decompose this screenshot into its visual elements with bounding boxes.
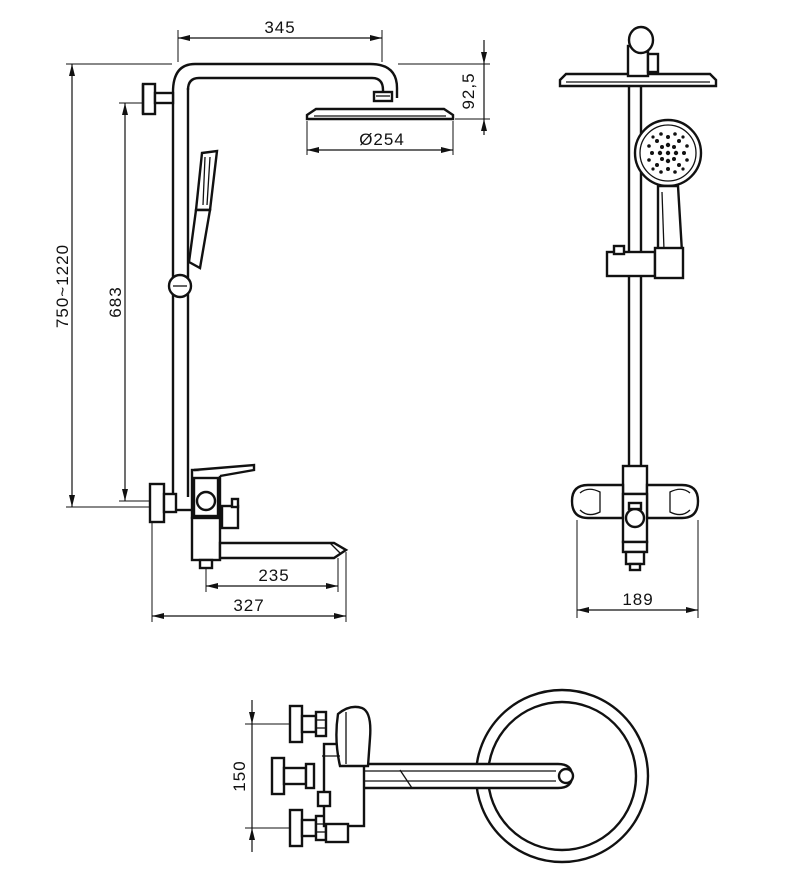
- dim-bar-height: 683: [106, 286, 125, 317]
- dim-inlet-spacing: 150: [230, 760, 249, 791]
- dim-head-diameter: Ø254: [359, 130, 405, 149]
- side-view-dimensions: 345 92,5 Ø254 750~1220 683: [53, 18, 490, 622]
- dim-mixer-width: 189: [622, 590, 653, 609]
- top-view: [270, 688, 650, 864]
- side-view: [141, 62, 455, 570]
- hand-shower-nozzles: [647, 132, 689, 174]
- dim-spout-length: 235: [258, 566, 289, 585]
- dim-height-range: 750~1220: [53, 244, 72, 328]
- dim-arm-rise: 92,5: [459, 72, 478, 109]
- dim-total-projection: 327: [233, 596, 264, 615]
- front-view: [558, 25, 718, 572]
- front-view-dimensions: 189: [576, 520, 699, 618]
- dim-arm-reach: 345: [264, 18, 295, 37]
- top-view-dimensions: 150: [230, 700, 290, 852]
